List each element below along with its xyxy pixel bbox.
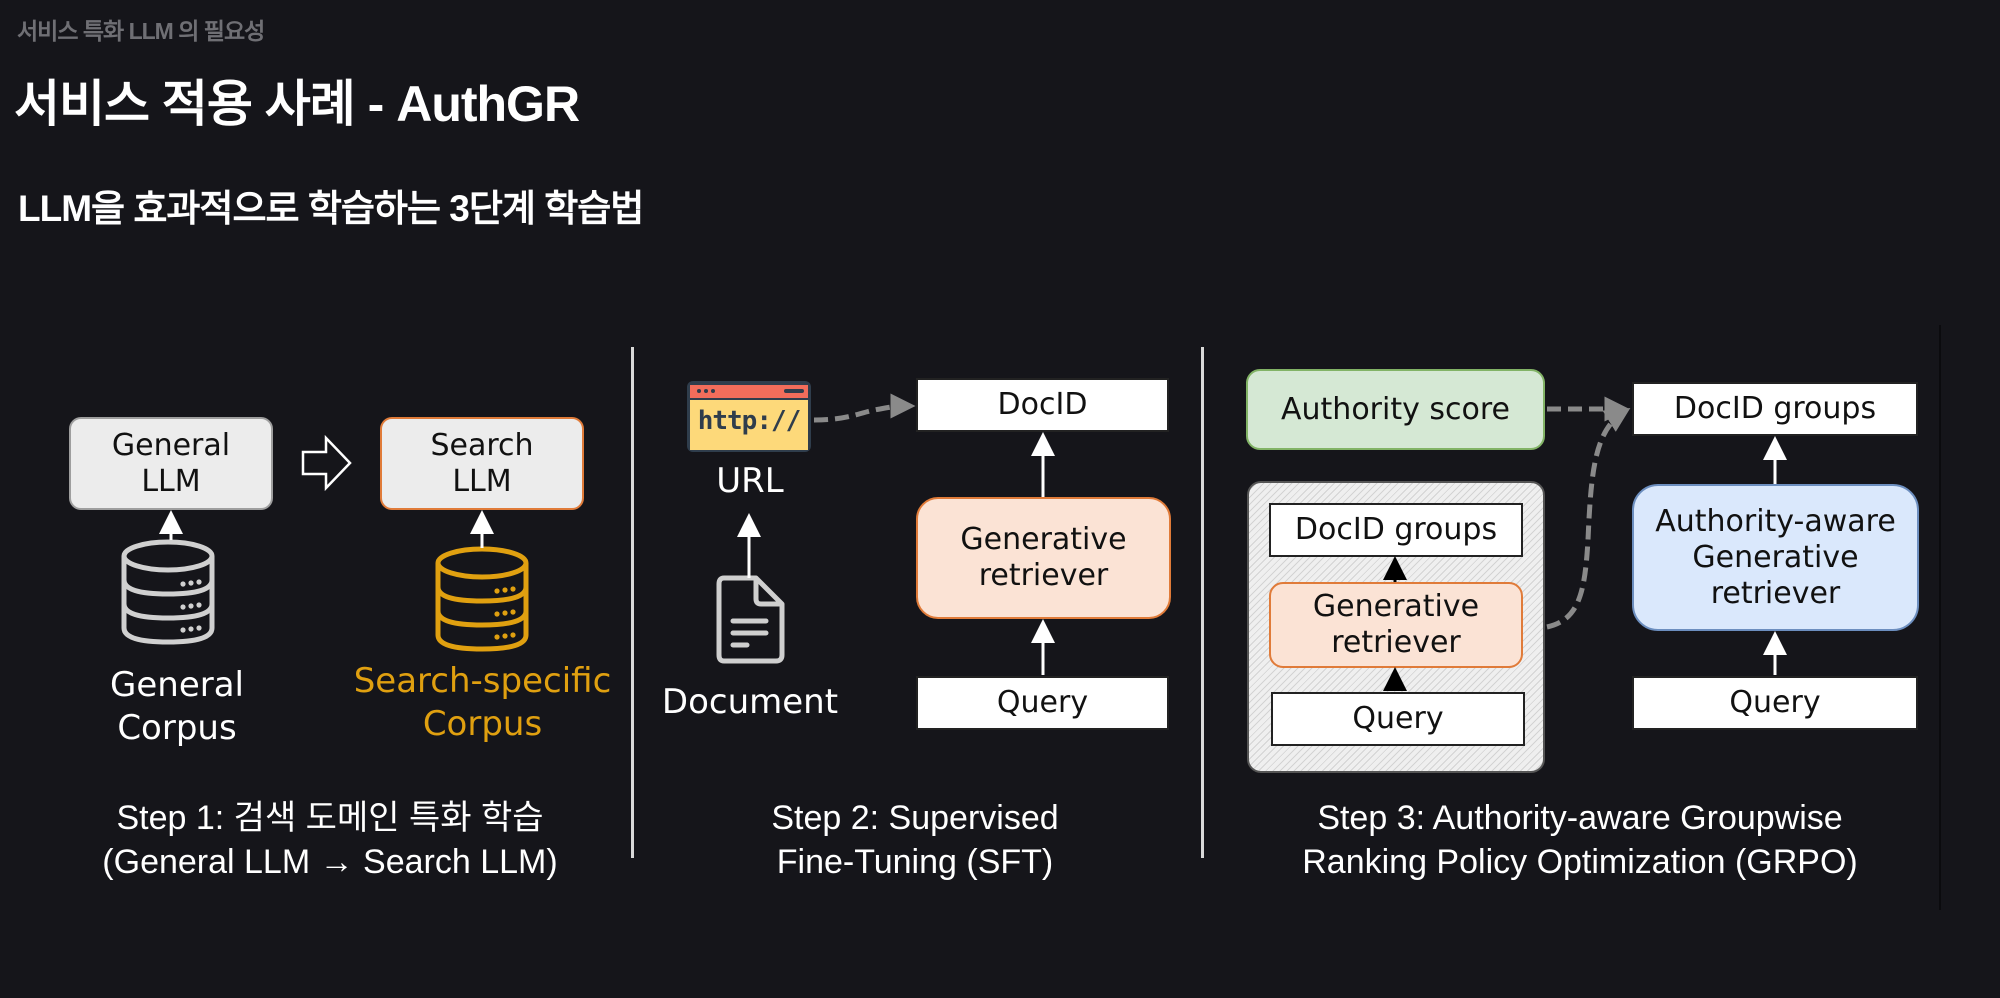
url-label: URL: [716, 461, 784, 501]
query-box: Query: [916, 676, 1169, 730]
inner-query-box: Query: [1271, 692, 1525, 746]
search-llm-line1: Search: [430, 427, 534, 463]
step2-caption-line1: Step 2: Supervised: [771, 799, 1059, 837]
page-subtitle: LLM을 효과적으로 학습하는 3단계 학습법: [18, 188, 644, 229]
aware-retriever-line1: Authority-aware: [1655, 503, 1896, 539]
authority-aware-retriever-box: Authority-aware Generative retriever: [1632, 484, 1919, 631]
docid-groups-box: DocID groups: [1632, 382, 1918, 436]
outline-arrow-right-icon: [301, 434, 352, 492]
step1-caption-line2: (General LLM → Search LLM): [102, 842, 558, 881]
general-llm-line2: LLM: [141, 463, 201, 499]
step3-caption-line2: Ranking Policy Optimization (GRPO): [1302, 842, 1858, 881]
step3-caption-line1: Step 3: Authority-aware Groupwise: [1317, 799, 1843, 837]
inner-docid-groups-box: DocID groups: [1269, 503, 1523, 557]
inner-retriever-line1: Generative: [1312, 589, 1480, 624]
step-divider-2: [1201, 347, 1204, 858]
general-corpus-line2: Corpus: [117, 707, 237, 748]
browser-url-icon: http://: [686, 380, 812, 453]
search-llm-box: Search LLM: [380, 417, 584, 510]
inner-generative-retriever-box: Generative retriever: [1269, 582, 1523, 668]
url-to-docid-dashed-arrow: [813, 393, 916, 423]
document-label: Document: [661, 682, 839, 722]
step3-query-box: Query: [1632, 676, 1918, 730]
generative-retriever-box: Generative retriever: [916, 497, 1171, 619]
step3-caption: Step 3: Authority-aware Groupwise Rankin…: [1230, 797, 1930, 884]
search-llm-line2: LLM: [452, 463, 512, 499]
step2-caption: Step 2: Supervised Fine-Tuning (SFT): [680, 797, 1150, 884]
general-corpus-line1: General: [110, 665, 244, 705]
general-corpus-label: General Corpus: [77, 664, 277, 749]
inner-retriever-line2: retriever: [1331, 625, 1461, 660]
step1-caption: Step 1: 검색 도메인 특화 학습 (General LLM → Sear…: [40, 797, 620, 884]
page-title: 서비스 적용 사례 - AuthGR: [14, 76, 580, 132]
general-llm-line1: General: [111, 427, 231, 463]
step-divider-1: [631, 347, 634, 858]
docid-box: DocID: [916, 378, 1169, 432]
url-icon-text: http://: [697, 406, 802, 436]
document-icon: [716, 575, 785, 664]
aware-retriever-line2: Generative: [1692, 539, 1859, 575]
authority-score-box: Authority score: [1246, 369, 1545, 450]
search-corpus-label: Search-specific Corpus: [340, 660, 625, 745]
step1-caption-line1: Step 1: 검색 도메인 특화 학습: [116, 799, 544, 837]
database-icon: [435, 546, 529, 652]
general-llm-box: General LLM: [69, 417, 273, 510]
breadcrumb: 서비스 특화 LLM 의 필요성: [17, 18, 265, 44]
database-icon: [121, 539, 215, 645]
aware-retriever-line3: retriever: [1710, 575, 1841, 611]
step2-caption-line2: Fine-Tuning (SFT): [776, 842, 1054, 881]
panel-edge-line: [1939, 325, 1941, 910]
retriever-line2: retriever: [978, 558, 1109, 593]
retriever-line1: Generative: [960, 522, 1127, 557]
search-corpus-line1: Search-specific: [353, 661, 612, 701]
inner-retriever-to-docid-groups-dashed-arrow: [1546, 408, 1631, 630]
search-corpus-line2: Corpus: [422, 703, 543, 744]
